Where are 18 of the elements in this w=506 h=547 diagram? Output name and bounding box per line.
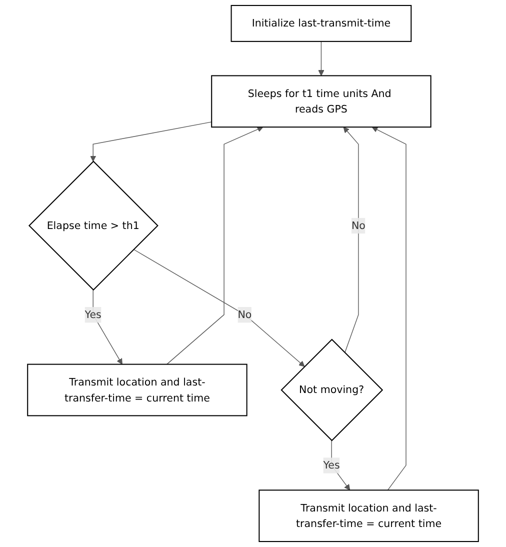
node-box: Transmit location and last-transfer-time = current time <box>258 490 479 542</box>
arrow <box>372 126 406 490</box>
node-diamond: Not moving? <box>280 338 384 442</box>
arrow <box>318 41 324 76</box>
node-diamond: Elapse time > th1 <box>28 160 158 291</box>
edge-label: No <box>238 308 252 321</box>
node-box: Initialize last-transmit-time <box>230 4 412 42</box>
edge-label: Yes <box>84 308 102 321</box>
arrow <box>166 126 264 365</box>
node-box: Transmit location and last-transfer-time = current time <box>27 364 248 416</box>
arrow <box>343 126 359 354</box>
node-box: Sleeps for t1 time units And reads GPS <box>211 75 432 128</box>
arrow <box>90 122 212 162</box>
arrow <box>133 249 305 367</box>
edge-label: Yes <box>323 458 340 472</box>
arrow <box>331 440 350 490</box>
edge-label: No <box>351 219 366 232</box>
arrow <box>92 290 122 365</box>
